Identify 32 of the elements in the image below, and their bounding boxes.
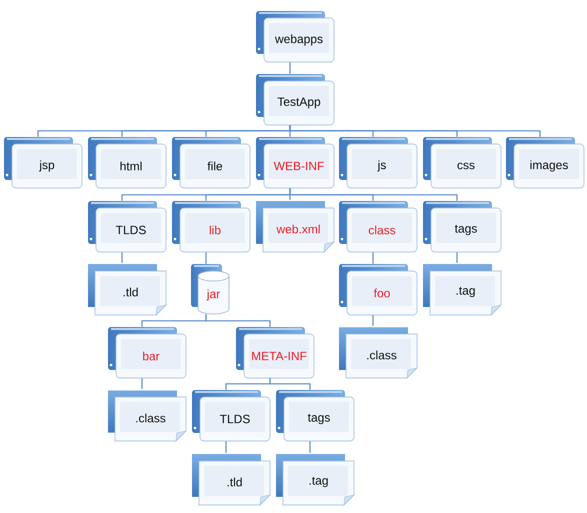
connector-line <box>456 252 458 263</box>
folder-box: class <box>340 202 418 252</box>
folder-box: tags <box>424 202 502 252</box>
connector-line <box>205 252 207 264</box>
connector-line <box>372 252 374 264</box>
folder-box: TestApp <box>258 75 334 126</box>
folder-box: TLDS <box>194 391 270 442</box>
folder-box: lib <box>174 202 250 252</box>
folder-box: html <box>90 138 166 188</box>
connector-line <box>372 315 374 326</box>
folder-box: css <box>424 138 502 188</box>
folder-box: tags <box>278 391 354 442</box>
folder-box: jsp <box>6 138 82 188</box>
folder-box: images <box>508 138 584 188</box>
connector-line <box>121 252 123 263</box>
folder-box: META-INF <box>238 328 314 378</box>
folder-box: foo <box>340 265 418 316</box>
connector-line <box>225 441 227 453</box>
folder-box: webapps <box>258 12 334 62</box>
folder-box: js <box>340 138 418 188</box>
connector-line <box>289 188 458 201</box>
connector-line <box>289 125 541 137</box>
folder-box: bar <box>110 328 186 378</box>
connector-line <box>141 378 143 389</box>
folder-box: WEB-INF <box>258 138 334 188</box>
folder-box: TLDS <box>90 202 166 252</box>
connector-line <box>289 62 291 74</box>
cylinder: jar <box>194 265 230 314</box>
connector-line <box>309 441 311 453</box>
connector-line <box>269 378 311 390</box>
connector-line <box>205 314 271 327</box>
folder-box: file <box>174 138 250 188</box>
